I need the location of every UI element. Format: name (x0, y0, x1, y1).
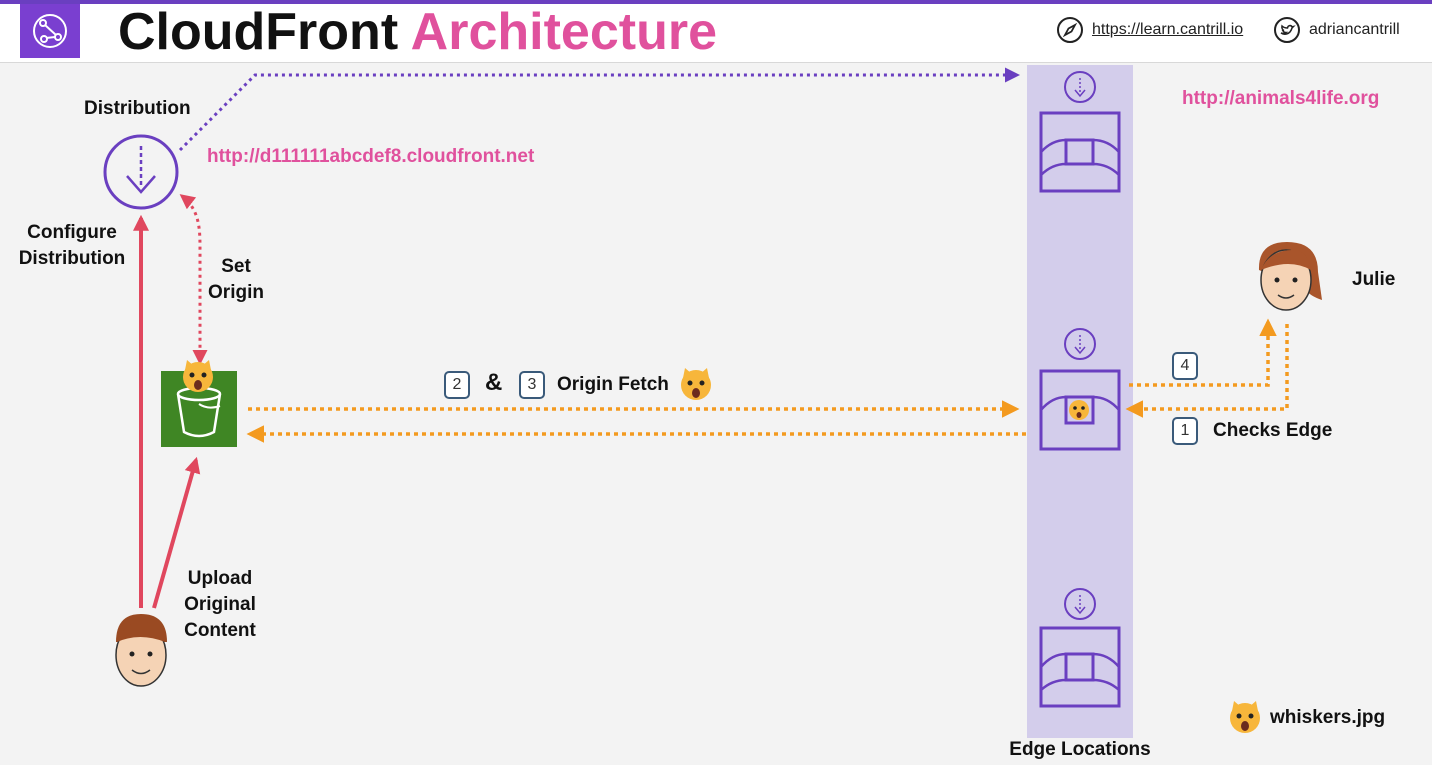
upload-content-arrow (152, 456, 201, 609)
upload-line-1: Upload (187, 568, 253, 589)
distribution-to-edge-arrow (178, 67, 1020, 152)
twitter-handle: adriancantrill (1309, 21, 1400, 38)
compass-icon (1057, 17, 1083, 43)
upload-content-label: Upload Original Content (168, 566, 272, 644)
distribution-url: http://d111111abcdef8.cloudfront.net (207, 146, 535, 167)
twitter-handle-group: adriancantrill (1273, 16, 1400, 44)
ampersand-label: & (485, 369, 503, 396)
slide-header: CloudFront Architecture https://learn.ca… (0, 4, 1432, 63)
twitter-bird-icon (1274, 17, 1300, 43)
julie-checks-edge-arrow (1125, 324, 1289, 418)
configure-distribution-label: Configure Distribution (12, 220, 132, 272)
whiskers-file-label: whiskers.jpg (1270, 707, 1386, 728)
edge-return-to-julie-arrow (1129, 318, 1277, 387)
julie-avatar (1258, 242, 1322, 311)
upload-line-3: Content (184, 620, 256, 641)
title-part-1: CloudFront (118, 3, 399, 61)
cat-emoji-icon (183, 360, 213, 392)
upload-line-2: Original (184, 594, 256, 615)
configure-line-2: Distribution (18, 248, 126, 269)
distribution-label: Distribution (84, 98, 191, 119)
step-3-badge: 3 (519, 371, 545, 399)
distribution-icon (103, 134, 179, 210)
checks-edge-label: Checks Edge (1213, 420, 1333, 441)
whiskers-cat-icon (1230, 701, 1260, 733)
origin-fetch-cat-icon (681, 368, 711, 400)
top-accent-bar (0, 0, 1432, 4)
edge-locations-label: Edge Locations (1009, 739, 1151, 760)
site-url: http://animals4life.org (1182, 88, 1380, 109)
step-1-badge: 1 (1172, 417, 1198, 445)
julie-label: Julie (1352, 269, 1396, 290)
title-part-2: Architecture (410, 3, 717, 61)
edge-node-middle (1039, 328, 1121, 451)
page-title: CloudFront Architecture (118, 6, 717, 58)
cloudfront-logo-icon (20, 4, 80, 58)
set-origin-line-2: Origin (208, 282, 264, 303)
step-4-badge: 4 (1172, 352, 1198, 380)
uploader-avatar (115, 614, 167, 687)
edge-node-top (1039, 71, 1121, 193)
website-link[interactable]: https://learn.cantrill.io (1092, 21, 1244, 38)
set-origin-line-1: Set (221, 256, 251, 277)
set-origin-arrow (179, 194, 208, 365)
set-origin-label: Set Origin (200, 254, 272, 306)
website-link-group: https://learn.cantrill.io (1056, 16, 1243, 44)
origin-fetch-label: Origin Fetch (557, 374, 669, 395)
configure-line-1: Configure (27, 222, 117, 243)
edge-node-bottom (1039, 588, 1121, 708)
step-2-badge: 2 (444, 371, 470, 399)
